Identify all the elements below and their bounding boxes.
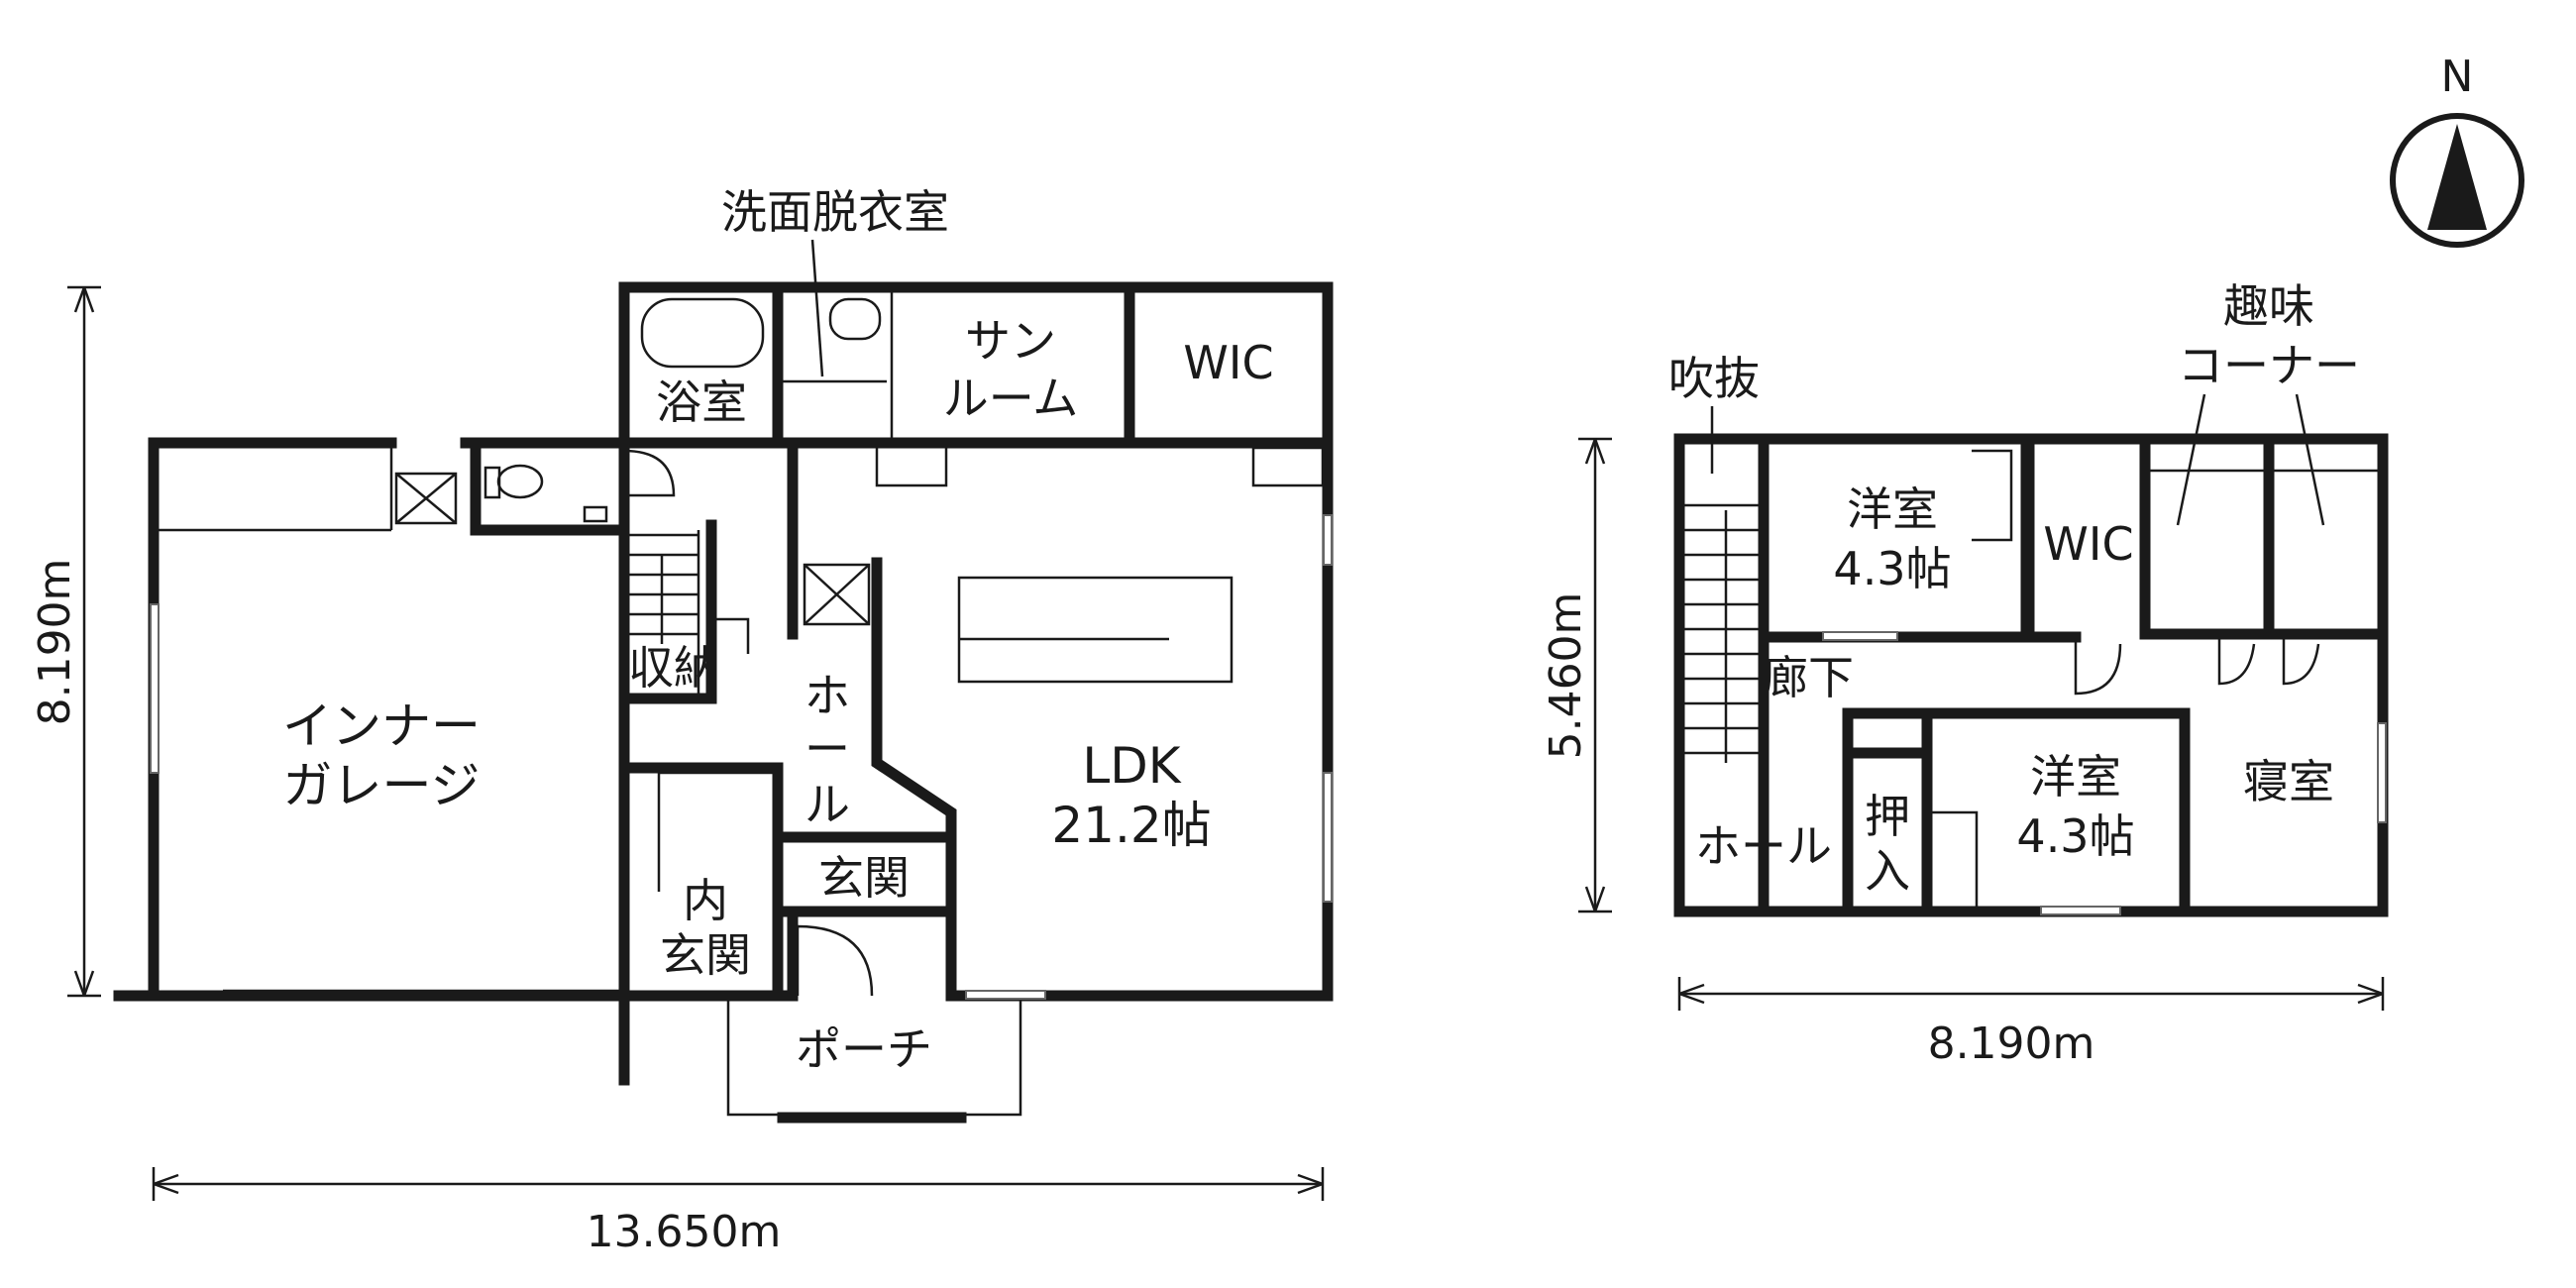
label-genkan: 玄関 [818, 851, 910, 905]
dim-depth-2f: 5.460m [1541, 592, 1591, 760]
label-fukinuke: 吹抜 [1668, 352, 1760, 405]
stairs-2f [1684, 503, 1759, 763]
label-hall-2f: ホール [1695, 819, 1832, 873]
first-floor-dimensions: 13.650m 8.190m [30, 285, 1325, 1257]
label-senmen: 洗面脱衣室 [721, 185, 949, 239]
toilet-walls [470, 437, 630, 536]
north-arrow: N [2390, 52, 2524, 248]
label-roka: 廊下 [1763, 651, 1854, 704]
label-porch: ポーチ [796, 1022, 932, 1076]
toilet-bowl [496, 464, 544, 499]
label-ldk-1: LDK [1082, 737, 1181, 795]
label-yoshitsu-a-1: 洋室 [1847, 483, 1938, 536]
label-yokushitsu: 浴室 [656, 376, 747, 429]
entrance-door-swing [796, 924, 874, 997]
ldk-window-right-2 [1323, 772, 1333, 903]
bath-block-walls [618, 281, 1334, 449]
label-shinshitsu: 寝室 [2243, 755, 2334, 808]
hall-shaft [803, 563, 871, 626]
label-yoshitsu-a-2: 4.3帖 [1833, 542, 1951, 595]
second-floor-labels: 吹抜 趣味 コーナー 洋室 4.3帖 WIC 廊下 押 入 洋室 4.3帖 寝室… [1668, 279, 2360, 898]
label-shumi-2: コーナー [2178, 339, 2360, 392]
north-label: N [2441, 52, 2474, 102]
label-uchigenkan-2: 玄関 [660, 928, 751, 982]
label-oshiire-1: 押 [1865, 790, 1910, 843]
label-ldk-2: 21.2帖 [1051, 797, 1211, 854]
dim-width-2f: 8.190m [1928, 1019, 2095, 1069]
yoshitsu-a-walls [1758, 433, 2032, 643]
label-uchigenkan-1: 内 [683, 874, 728, 927]
label-shuno: 収納 [628, 641, 719, 695]
label-yoshitsu-b-1: 洋室 [2030, 750, 2121, 804]
inner-genkan-walls [618, 762, 784, 1002]
first-floor-plan [113, 281, 1334, 1124]
label-garage-2: ガレージ [283, 757, 481, 814]
bathtub [640, 297, 765, 369]
ldk-closet [875, 444, 948, 487]
storage-walls [618, 519, 717, 704]
ldk-corner-unit [1251, 446, 1325, 487]
second-floor-dimensions: 8.190m 5.460m [1541, 437, 2385, 1069]
ldk-window-bottom [965, 990, 1046, 1000]
ldk-window-right-1 [1323, 514, 1333, 566]
label-wic-1f: WIC [1183, 336, 1273, 389]
second-floor-plan [1673, 433, 2389, 917]
oshiire-walls [1842, 707, 1933, 759]
label-sunroom-2: ルーム [943, 372, 1079, 425]
leader-senmen [810, 239, 824, 377]
label-wic-2f: WIC [2043, 517, 2133, 571]
label-shumi-1: 趣味 [2223, 279, 2314, 333]
kitchen-island [957, 576, 1234, 684]
label-sunroom-1: サン [965, 314, 1056, 368]
north-arrow-icon [2427, 124, 2487, 230]
dim-width-1f: 13.650m [587, 1207, 782, 1257]
label-hall-1f-3: ル [805, 778, 850, 831]
stairs [624, 530, 700, 694]
dim-depth-1f: 8.190m [30, 559, 80, 726]
yoshitsu-b-walls [1921, 707, 2191, 917]
label-hall-1f-2: ー [805, 722, 850, 776]
label-hall-1f-1: ホ [805, 669, 850, 722]
toilet-door-swing [623, 449, 676, 497]
hall-ldk-wall [871, 557, 957, 917]
garage-window-left [150, 603, 160, 774]
label-yoshitsu-b-2: 4.3帖 [2016, 809, 2134, 863]
first-floor-labels: 洗面脱衣室 浴室 サン ルーム WIC インナー ガレージ 収納 ホ ー ル L… [282, 185, 1274, 1076]
label-oshiire-2: 入 [1865, 844, 1910, 898]
main-body-walls [618, 437, 1334, 1002]
label-garage-1: インナー [282, 698, 481, 755]
sink [828, 297, 882, 341]
hobby-walls [2139, 433, 2389, 640]
garage-shaft [394, 472, 458, 525]
